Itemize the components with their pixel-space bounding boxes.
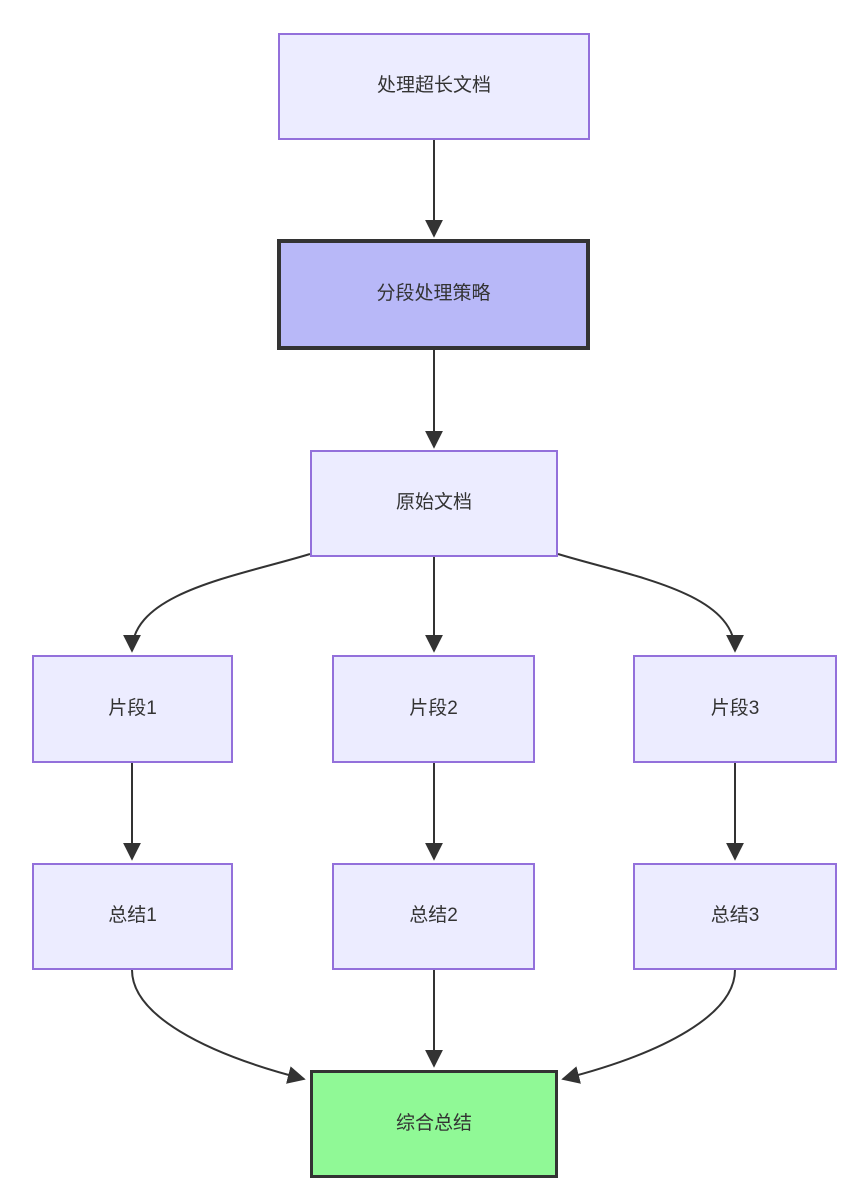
- node-original-doc: 原始文档: [310, 450, 558, 557]
- node-label: 原始文档: [395, 492, 472, 514]
- edge-summary3-to-final: [561, 969, 736, 1084]
- node-label: 片段2: [409, 697, 458, 719]
- node-final-summary: 综合总结: [310, 1070, 558, 1178]
- node-label: 总结3: [710, 905, 760, 927]
- edge-original-to-fragment1: [123, 553, 311, 653]
- edge-summary1-to-final: [131, 969, 306, 1084]
- node-label: 片段3: [710, 697, 760, 719]
- node-label: 处理超长文档: [376, 75, 491, 97]
- edge-original-to-fragment3: [557, 553, 744, 653]
- node-fragment-2: 片段2: [332, 655, 535, 763]
- node-label: 总结1: [108, 905, 157, 927]
- node-label: 分段处理策略: [376, 283, 491, 305]
- node-label: 总结2: [409, 905, 458, 927]
- node-process-long-doc: 处理超长文档: [278, 33, 590, 140]
- node-label: 片段1: [108, 697, 157, 719]
- node-fragment-3: 片段3: [633, 655, 837, 763]
- node-segment-strategy: 分段处理策略: [277, 239, 590, 350]
- node-summary-1: 总结1: [32, 863, 233, 970]
- node-summary-2: 总结2: [332, 863, 535, 970]
- node-summary-3: 总结3: [633, 863, 837, 970]
- node-label: 综合总结: [395, 1112, 472, 1134]
- node-fragment-1: 片段1: [32, 655, 233, 763]
